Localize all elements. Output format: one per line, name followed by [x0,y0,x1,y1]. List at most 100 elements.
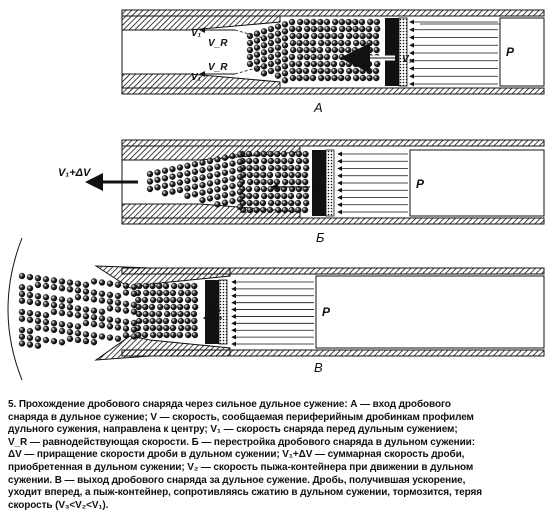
shot-pellet [50,284,58,291]
shot-pellet [289,39,297,47]
shot-pellet [66,322,74,329]
pressure-block-v [315,275,545,349]
shot-pellet [353,74,360,82]
shot-pellet [149,317,156,325]
shot-pellet [130,319,138,327]
shot-pellet [58,278,66,285]
shot-pellet [221,184,229,191]
shot-pellet [184,185,191,192]
shot-pellet [191,176,199,183]
caption-line: уходит вперед, а пыж-контейнер, сопротив… [8,487,482,499]
label-v2: V₂ [312,183,323,194]
shot-pellet [273,178,281,186]
shot-pellet [146,170,154,178]
shot-pellet [323,53,331,61]
shot-pellet [266,171,274,179]
shot-pellet [176,171,184,179]
shot-pellet [366,39,373,47]
shot-pellet [66,286,74,293]
shot-pellet [122,318,130,325]
shot-pellet [176,179,184,186]
shot-pellet [295,171,302,179]
shot-pellet [346,32,353,40]
shot-pellet [221,154,229,161]
shot-pellet [191,168,199,175]
shot-pellet [267,157,275,165]
shot-pellet [281,70,289,77]
shot-pellet [26,298,34,306]
shot-pellet [260,70,268,77]
shot-cluster-v [18,272,199,349]
shot-pellet [90,278,98,285]
shot-pellet [352,67,360,75]
shot-pellet [359,32,366,40]
shot-pellet [74,305,82,312]
shot-pellet [229,167,236,175]
shot-pellet [164,310,171,318]
caption-line: снаряда в дульное сужение; V — скорость,… [8,411,474,423]
panel-label-a: А [313,100,323,115]
shot-pellet [310,25,318,33]
shot-pellet [268,199,275,207]
shot-pellet [267,53,275,61]
shot-pellet [331,32,338,40]
shot-pellet [191,317,198,325]
shot-pellet [214,193,221,200]
shot-pellet [339,60,346,68]
shot-pellet [288,171,295,179]
shot-pellet [360,46,367,54]
shot-pellet [185,331,192,339]
shot-pellet [302,192,310,200]
shot-pellet [26,341,34,348]
shot-pellet [229,197,236,205]
shot-pellet [252,157,260,165]
shot-pellet [90,307,98,314]
shot-pellet [351,46,359,54]
shot-pellet [130,326,138,333]
shot-pellet [142,282,150,290]
shot-pellet [310,53,317,61]
shot-pellet [34,324,42,331]
shot-pellet [26,291,34,299]
shot-pellet [169,180,176,188]
shot-pellet [148,303,156,311]
shot-pellet [245,150,253,158]
shot-pellet [163,331,170,339]
shot-pellet [90,339,98,346]
shot-pellet [58,327,66,335]
shot-pellet [114,324,122,331]
shot-pellet [90,289,98,296]
shot-pellet [106,334,114,341]
shot-pellet [106,280,114,287]
shot-pellet [366,74,373,82]
shot-pellet [177,303,184,311]
shot-pellet [260,150,268,158]
shot-pellet [192,303,199,311]
shot-pellet [246,192,253,200]
shot-pellet [66,335,74,343]
shot-pellet [323,18,331,26]
shot-pellet [135,296,142,304]
shot-pellet [170,303,177,311]
shot-pellet [191,161,199,168]
shot-pellet [185,296,192,304]
shot-pellet [42,325,50,332]
shot-pellet [281,42,289,49]
shot-pellet [177,282,185,290]
shot-pellet [247,178,254,186]
muzzle-lip-top [94,265,231,289]
shot-pellet [74,323,82,330]
shot-pellet [267,60,275,68]
shot-pellet [297,53,304,61]
shot-pellet [324,32,331,40]
shot-pellet [58,303,66,310]
shot-pellet [229,190,236,197]
shot-pellet [214,163,221,170]
shot-pellet [163,303,171,311]
shot-pellet [149,289,157,297]
shot-pellet [199,166,206,174]
caption-line: V_R — равнодействующая скорости. Б — пер… [8,436,475,448]
shot-pellet [177,317,185,325]
shot-pellet [130,301,138,309]
shot-pellet [199,196,206,204]
